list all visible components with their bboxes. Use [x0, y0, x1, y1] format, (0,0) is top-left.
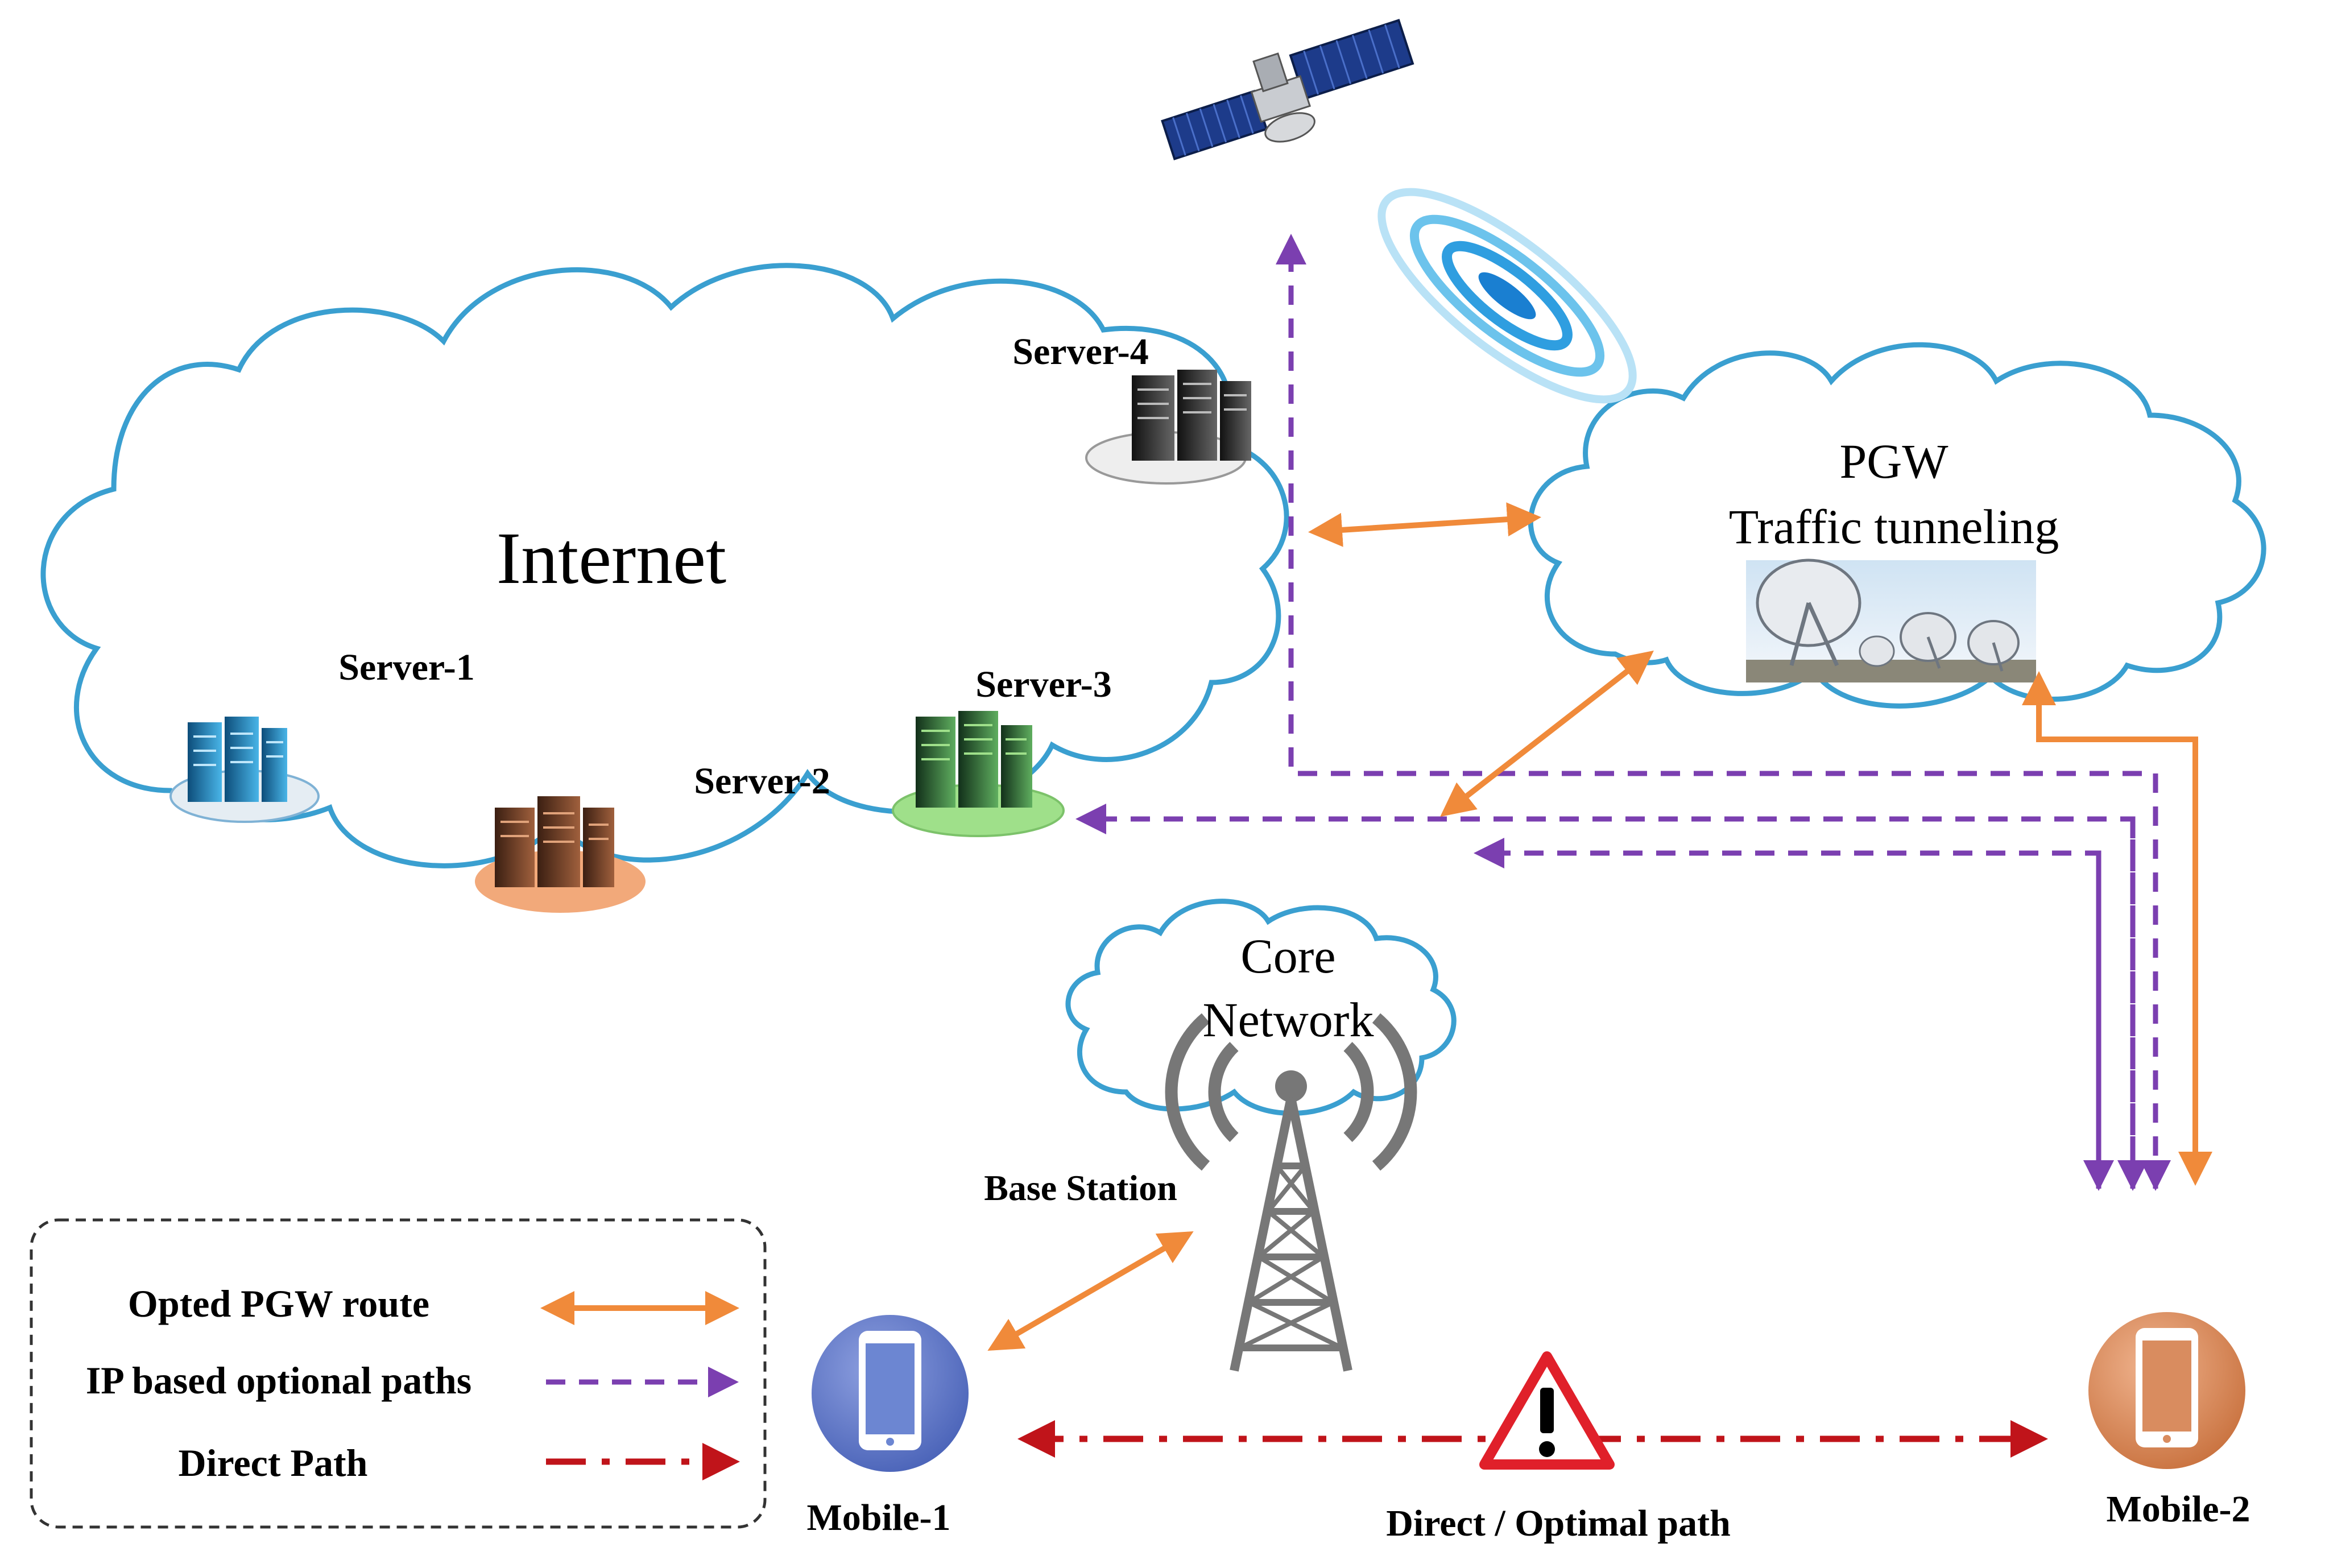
core-title: Core: [1240, 929, 1335, 983]
server-4-label: Server-4: [1012, 331, 1148, 373]
pgw-route-base-station: [987, 1231, 1194, 1351]
pgw-route: [987, 502, 2212, 1351]
mobile-2-icon: [2088, 1312, 2245, 1469]
direct-path-label: Direct / Optimal path: [1386, 1503, 1731, 1544]
warning-icon: [1479, 1351, 1615, 1470]
core-subtitle: Network: [1203, 992, 1374, 1047]
pgw-subtitle: Traffic tunneling: [1729, 499, 2059, 554]
satellite-icon: [1161, 19, 1414, 160]
pgw-route-core: [1440, 650, 1654, 817]
server-3-icon: [892, 711, 1065, 837]
server-1-icon: [169, 717, 320, 823]
mobile-1-icon: [812, 1315, 969, 1472]
internet-label: Internet: [497, 518, 726, 599]
satellite-dish-image: [1746, 558, 2036, 682]
pgw-route-internet: [1308, 502, 1541, 547]
server-2-label: Server-2: [694, 760, 830, 802]
mobile-2-label: Mobile-2: [2107, 1488, 2250, 1530]
base-station-label: Base Station: [984, 1168, 1177, 1208]
legend-label-pgw: Opted PGW route: [128, 1282, 429, 1325]
server-2-icon: [475, 796, 646, 913]
server-4-icon: [1085, 370, 1251, 485]
mobile-1-label: Mobile-1: [807, 1497, 951, 1538]
pgw-title: PGW: [1839, 434, 1948, 489]
ip-path-to-core: [1474, 838, 2101, 1189]
server-3-label: Server-3: [975, 664, 1111, 705]
pgw-cloud: [1528, 342, 2266, 709]
legend: [30, 1218, 767, 1529]
legend-label-ip: IP based optional paths: [86, 1359, 471, 1402]
base-station-tower-icon: [1165, 1013, 1417, 1372]
satellite-signal-icon: [1377, 188, 1637, 404]
legend-label-direct: Direct Path: [179, 1441, 368, 1484]
server-1-label: Server-1: [338, 647, 474, 688]
pgw-route-mobile-2: [2022, 671, 2212, 1186]
